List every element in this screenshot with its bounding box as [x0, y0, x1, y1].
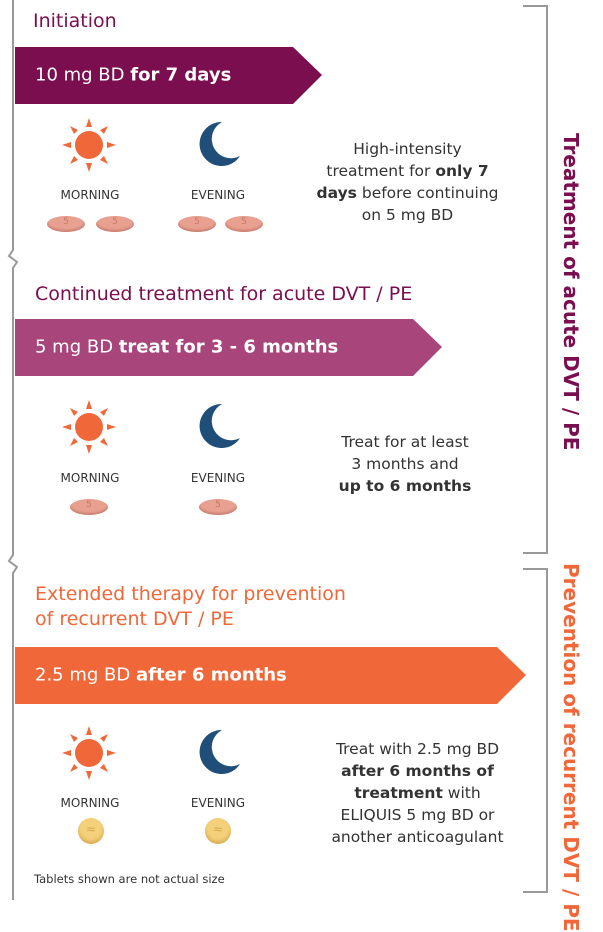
extended-arrow-shape [15, 647, 526, 704]
continued-duration: treat for 3 - 6 months [118, 336, 339, 358]
right-bracket-treatment [523, 5, 548, 893]
continued-evening-label: EVENING [190, 471, 246, 485]
extended-arrow: 2.5 mg BD after 6 months [15, 647, 515, 703]
initiation-description: High-intensity treatment for only 7 days… [316, 140, 499, 224]
extended-dose: 2.5 mg BD [35, 664, 136, 686]
footnote: Tablets shown are not actual size [34, 872, 225, 886]
timeline-line [7, 0, 19, 900]
moon-icon [199, 121, 240, 166]
continued-arrow-shape [15, 319, 442, 376]
initiation-evening-label: EVENING [190, 188, 246, 202]
tablet-icon [199, 499, 237, 515]
extended-duration: after 6 months [135, 664, 287, 686]
sun-icon [62, 400, 116, 454]
extended-evening-label: EVENING [190, 796, 246, 810]
continued-title: Continued treatment for acute DVT / PE [35, 283, 413, 305]
initiation-title: Initiation [33, 10, 117, 32]
initiation-morning-label: MORNING [60, 188, 120, 202]
continued-dose: 5 mg BD [35, 336, 119, 358]
extended-morning-label: MORNING [60, 796, 120, 810]
extended-title: Extended therapy for prevention of recur… [35, 583, 346, 630]
tablet-icon [225, 216, 263, 232]
sun-icon [62, 726, 116, 780]
side-label-treatment: Treatment of acute DVT / PE [559, 133, 583, 451]
initiation-arrow: 10 mg BD for 7 days [15, 47, 315, 103]
continued-morning-label: MORNING [60, 471, 120, 485]
continued-description: Treat for at least 3 months and up to 6 … [338, 433, 472, 495]
initiation-arrow-shape [15, 47, 322, 104]
moon-icon [199, 403, 240, 448]
tablet-icon [70, 499, 108, 515]
moon-icon [199, 729, 240, 774]
side-label-prevention: Prevention of recurrent DVT / PE [559, 563, 583, 932]
tablet-icon [47, 216, 85, 232]
tablet-icon [205, 818, 231, 844]
extended-description: Treat with 2.5 mg BD after 6 months of t… [331, 740, 504, 846]
tablet-icon [78, 818, 104, 844]
tablet-icon [178, 216, 216, 232]
initiation-dose: 10 mg BD [35, 64, 131, 86]
sun-icon [62, 118, 116, 172]
initiation-duration: for 7 days [130, 64, 232, 86]
continued-arrow: 5 mg BD treat for 3 - 6 months [15, 319, 435, 375]
tablet-icon [96, 216, 134, 232]
